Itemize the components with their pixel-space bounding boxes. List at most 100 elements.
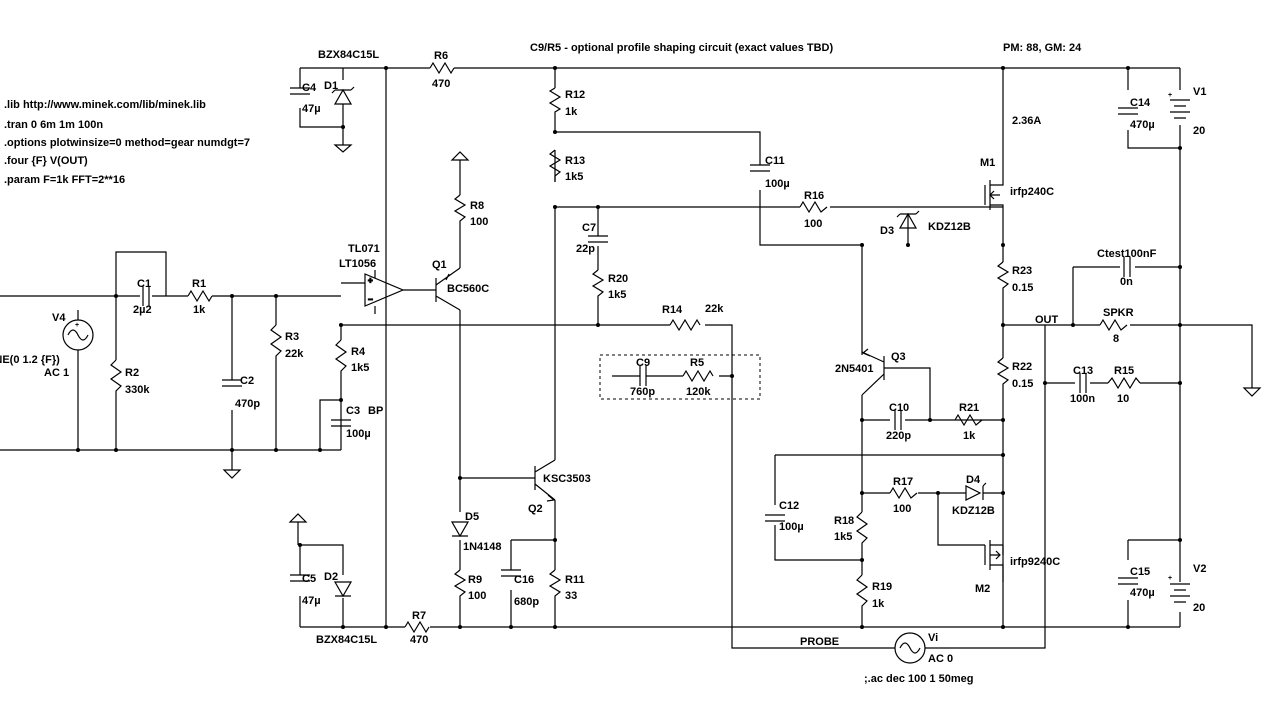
r14-name: R14 xyxy=(662,304,683,316)
r22-name: R22 xyxy=(1012,361,1032,373)
directive-four: .four {F} V(OUT) xyxy=(4,155,88,167)
junction-dots xyxy=(76,66,1182,629)
r17-name: R17 xyxy=(893,476,913,488)
c11-value: 100µ xyxy=(765,178,790,190)
r8-value: 100 xyxy=(470,216,488,228)
c14-value: 470µ xyxy=(1130,119,1155,131)
svg-text:+: + xyxy=(75,322,79,329)
r23-value: 0.15 xyxy=(1012,282,1033,294)
resistor-r22 xyxy=(996,357,1010,390)
c2-value: 470p xyxy=(235,398,260,410)
r6-value: 470 xyxy=(432,78,450,90)
directive-ac-comment: ;.ac dec 100 1 50meg xyxy=(864,673,973,685)
r2-name: R2 xyxy=(125,367,139,379)
c16-name: C16 xyxy=(514,574,534,586)
d4-name: D4 xyxy=(966,474,981,486)
resistor-r13 xyxy=(548,149,562,182)
c12-value: 100µ xyxy=(779,521,804,533)
c15-name: C15 xyxy=(1130,566,1150,578)
r22-value: 0.15 xyxy=(1012,378,1033,390)
r21-value: 1k xyxy=(963,430,976,442)
r9-value: 100 xyxy=(468,590,486,602)
r16-value: 100 xyxy=(804,218,822,230)
transistor-q3 xyxy=(861,348,885,396)
spkr-value: 8 xyxy=(1113,333,1119,345)
u1-name: TL071 xyxy=(348,243,380,255)
r14-value: 22k xyxy=(705,303,724,315)
r21-name: R21 xyxy=(959,402,979,414)
capacitor-c7 xyxy=(588,235,608,243)
r7-name: R7 xyxy=(412,610,426,622)
ground-symbol xyxy=(222,469,242,479)
r13-name: R13 xyxy=(565,155,585,167)
sine-source-v4 xyxy=(62,319,94,351)
d3-name: D3 xyxy=(880,225,894,237)
c5-name: C5 xyxy=(302,573,316,585)
resistor-r20 xyxy=(591,269,605,305)
resistor-r19 xyxy=(855,574,869,610)
d5-name: D5 xyxy=(465,511,479,523)
ctest-name: Ctest100nF xyxy=(1097,248,1157,260)
r4-name: R4 xyxy=(351,346,366,358)
pm-gm-note: PM: 88, GM: 24 xyxy=(1003,42,1082,54)
r3-value: 22k xyxy=(285,348,304,360)
directive-param: .param F=1k FFT=2**16 xyxy=(4,174,125,186)
r16-name: R16 xyxy=(804,190,824,202)
q2-name: Q2 xyxy=(528,503,543,515)
r23-name: R23 xyxy=(1012,265,1032,277)
capacitor-c1 xyxy=(142,286,150,306)
m2-model: irfp9240C xyxy=(1010,556,1060,568)
c12-name: C12 xyxy=(779,500,799,512)
m2-name: M2 xyxy=(975,583,990,595)
d2-model: BZX84C15L xyxy=(316,634,377,646)
ground-symbols xyxy=(222,144,1262,523)
r8-name: R8 xyxy=(470,200,484,212)
d1-model: BZX84C15L xyxy=(318,49,379,61)
r17-value: 100 xyxy=(893,503,911,515)
resistor-r3 xyxy=(269,324,283,360)
directive-options: .options plotwinsize=0 method=gear numdg… xyxy=(4,137,250,149)
capacitor-c5 xyxy=(290,574,310,582)
r15-name: R15 xyxy=(1114,365,1134,377)
c3-name: C3 xyxy=(346,405,360,417)
r20-name: R20 xyxy=(608,273,628,285)
v2-value: 20 xyxy=(1193,602,1205,614)
resistor-r9 xyxy=(453,569,467,605)
r1-name: R1 xyxy=(192,278,206,290)
capacitor-c2 xyxy=(222,379,242,387)
wires xyxy=(0,67,1253,649)
resistor-r12 xyxy=(548,87,562,118)
battery-v2 xyxy=(1170,583,1190,603)
r12-value: 1k xyxy=(565,106,578,118)
r15-value: 10 xyxy=(1117,393,1129,405)
c11-name: C11 xyxy=(765,155,785,167)
diodes xyxy=(331,86,987,598)
d4-model: KDZ12B xyxy=(952,505,995,517)
capacitor-c15 xyxy=(1118,577,1138,585)
q3-name: Q3 xyxy=(891,351,906,363)
c1-value: 2µ2 xyxy=(133,304,152,316)
capacitor-c9 xyxy=(639,366,647,386)
resistor-r14 xyxy=(669,318,701,332)
c4-name: C4 xyxy=(302,82,317,94)
supply-arrow-icon xyxy=(450,151,470,161)
svg-text:+: + xyxy=(1168,575,1172,582)
c10-name: C10 xyxy=(889,402,909,414)
c2-name: C2 xyxy=(240,375,254,387)
resistor-r17 xyxy=(889,486,918,500)
c3-value: 100µ xyxy=(346,428,371,440)
zener-diode-d3 xyxy=(896,210,920,229)
net-out-label: OUT xyxy=(1035,314,1059,326)
r5-value: 120k xyxy=(686,386,711,398)
c9-value: 760p xyxy=(630,386,655,398)
m1-name: M1 xyxy=(980,157,995,169)
u1-model: LT1056 xyxy=(339,258,376,270)
resistor-r21 xyxy=(954,413,983,427)
v2-name: V2 xyxy=(1193,563,1206,575)
capacitor-c11 xyxy=(750,164,770,172)
zener-diode-d1 xyxy=(331,86,355,105)
c15-value: 470µ xyxy=(1130,587,1155,599)
r9-name: R9 xyxy=(468,574,482,586)
r11-name: R11 xyxy=(565,574,585,586)
